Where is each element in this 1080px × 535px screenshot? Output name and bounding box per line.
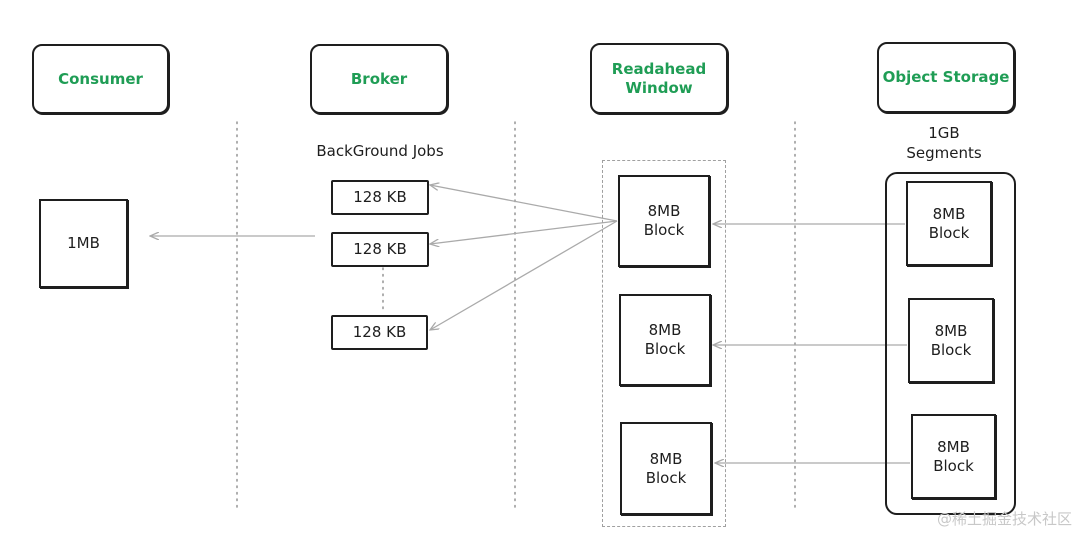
readahead-block-3: 8MB Block: [620, 422, 712, 515]
readahead-block-2: 8MB Block: [619, 294, 711, 386]
object-storage-header-label: Object Storage: [882, 68, 1010, 87]
background-job-3: 128 KB: [331, 315, 428, 350]
background-job-1-label: 128 KB: [353, 188, 407, 207]
readahead-block-2-line-1: 8MB: [648, 321, 682, 340]
readahead-header-line-2: Window: [625, 78, 693, 97]
storage-block-2-line-2: Block: [930, 340, 972, 359]
background-jobs-label: BackGround Jobs: [316, 142, 444, 160]
storage-block-3-line-1: 8MB: [937, 437, 970, 456]
readahead-header-line-1: Readahead: [611, 59, 707, 78]
arrow-readahead-to-job-3: [430, 220, 618, 330]
background-job-3-label: 128 KB: [352, 323, 407, 342]
segments-label: 1GB Segments: [884, 124, 1004, 163]
readahead-block-1: 8MB Block: [618, 175, 710, 267]
consumer-header-label: Consumer: [58, 69, 143, 88]
arrow-readahead-to-job-1: [430, 185, 618, 222]
broker-header-label: Broker: [350, 69, 408, 88]
segments-label-line-1: 1GB: [928, 124, 960, 142]
storage-block-1-line-2: Block: [928, 223, 970, 242]
storage-block-2: 8MB Block: [908, 298, 994, 383]
storage-block-3-line-2: Block: [933, 456, 974, 475]
readahead-block-3-line-1: 8MB: [649, 449, 683, 468]
readahead-window-container: [602, 160, 726, 527]
storage-block-2-line-1: 8MB: [934, 321, 968, 340]
storage-block-1-line-1: 8MB: [932, 204, 966, 223]
background-job-2: 128 KB: [331, 232, 429, 267]
broker-header: Broker: [310, 44, 448, 114]
segments-container: [885, 172, 1016, 515]
readahead-block-3-line-2: Block: [645, 468, 687, 487]
storage-block-3: 8MB Block: [911, 414, 996, 499]
arrow-readahead-to-job-2: [430, 220, 618, 244]
storage-block-1: 8MB Block: [906, 181, 992, 266]
readahead-block-1-line-2: Block: [643, 221, 685, 239]
readahead-block-2-line-2: Block: [644, 340, 686, 358]
consumer-header: Consumer: [32, 44, 169, 114]
watermark: @稀土掘金技术社区: [936, 510, 1072, 528]
segments-label-line-2: Segments: [906, 143, 982, 162]
background-job-1: 128 KB: [331, 180, 429, 215]
consumer-block: 1MB: [39, 199, 128, 288]
readahead-block-1-line-1: 8MB: [647, 202, 681, 221]
readahead-window-header: Readahead Window: [590, 43, 728, 114]
object-storage-header: Object Storage: [877, 42, 1015, 113]
background-job-2-label: 128 KB: [353, 240, 407, 259]
consumer-block-label: 1MB: [67, 234, 100, 253]
